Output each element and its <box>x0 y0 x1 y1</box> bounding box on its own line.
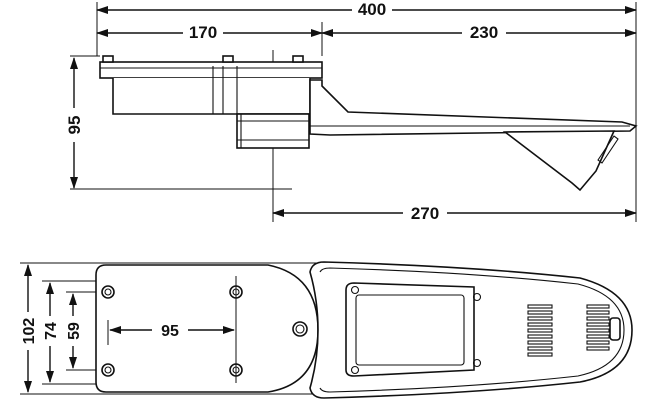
dimension-95-horizontal-label: 95 <box>161 323 179 340</box>
dimension-270-label: 270 <box>411 204 439 223</box>
dimension-230-label: 230 <box>470 23 498 42</box>
pivot-hole <box>292 321 308 337</box>
screw-hole-top-left <box>101 285 115 299</box>
dimension-102-label-bg <box>17 312 39 350</box>
plan-arm <box>309 261 633 399</box>
vent-slot <box>527 340 553 345</box>
side-housing <box>99 55 323 149</box>
dimension-270-label-bg <box>403 203 447 221</box>
housing-top-flange <box>99 61 323 79</box>
side-arm <box>309 79 638 192</box>
base-plate-outline <box>95 264 319 393</box>
dimension-270: 270 <box>272 203 637 223</box>
dimension-170: 170 <box>96 23 323 42</box>
plan-arm-screw-2 <box>472 292 482 302</box>
dimension-59-label-bg <box>62 316 84 346</box>
plan-arm-screw-1 <box>350 285 360 295</box>
arm-outline <box>309 79 638 136</box>
plan-arm-inner-outline <box>319 267 625 393</box>
dimension-95-horizontal: 95 <box>109 320 235 340</box>
vent-slot <box>527 334 553 339</box>
side-cylinder <box>236 113 310 149</box>
dimension-102: 102 <box>17 264 39 393</box>
housing-clip-left <box>102 55 114 63</box>
dimension-95-label-bg <box>63 108 85 142</box>
dimension-102-label: 102 <box>21 318 38 345</box>
dimension-95-horizontal-label-bg <box>152 320 188 338</box>
dimension-95-label: 95 <box>65 116 84 135</box>
vent-slot <box>586 304 610 309</box>
dimension-59-label: 59 <box>66 322 83 340</box>
plan-arm-screw-3 <box>350 365 360 375</box>
screw-hole-top-left-inner <box>104 288 112 296</box>
vent-slot <box>586 334 610 339</box>
vent-slot <box>527 328 553 333</box>
screw-hole-bottom-left-inner <box>104 366 112 374</box>
dimension-400-label: 400 <box>358 0 386 19</box>
vent-slot <box>527 322 553 327</box>
vent-slot <box>586 328 610 333</box>
plan-arm-recess <box>345 282 475 377</box>
dimension-95-vertical: 95 <box>63 57 85 189</box>
plan-arm-window <box>355 294 465 366</box>
plan-view: 102 74 59 <box>17 261 633 399</box>
dimension-59: 59 <box>62 293 84 369</box>
vent-slot <box>527 304 553 309</box>
pivot-hole-inner <box>295 324 305 334</box>
vent-slot <box>527 352 553 357</box>
housing-clip-mid <box>222 55 234 63</box>
housing-body <box>112 78 311 115</box>
vent-slot <box>586 346 610 351</box>
dimension-74-label-bg <box>39 316 61 346</box>
nozzle-slot <box>597 135 619 164</box>
vent-slot <box>527 316 553 321</box>
dimension-400-label-bg <box>352 0 392 18</box>
vent-slot <box>586 316 610 321</box>
dimension-400: 400 <box>96 0 637 19</box>
vent-slot <box>586 340 610 345</box>
vent-grille-left <box>527 304 553 357</box>
vent-slot <box>586 322 610 327</box>
vent-grille-right <box>586 304 610 351</box>
plan-arm-screw-4 <box>472 358 482 368</box>
dimension-74-label: 74 <box>43 322 60 340</box>
dimension-74: 74 <box>39 282 61 383</box>
dimension-230: 230 <box>321 23 637 42</box>
arm-nozzle <box>502 130 616 192</box>
dimension-170-label-bg <box>183 23 223 41</box>
vent-slot <box>527 346 553 351</box>
side-view: 400 170 230 95 270 <box>63 0 638 223</box>
plan-arm-button <box>609 317 621 341</box>
screw-hole-bottom-left <box>101 363 115 377</box>
dimension-170-label: 170 <box>189 23 217 42</box>
dimension-230-label-bg <box>462 23 506 41</box>
housing-clip-right <box>292 55 304 63</box>
vent-slot <box>586 310 610 315</box>
base-plate <box>95 264 319 393</box>
vent-slot <box>527 310 553 315</box>
